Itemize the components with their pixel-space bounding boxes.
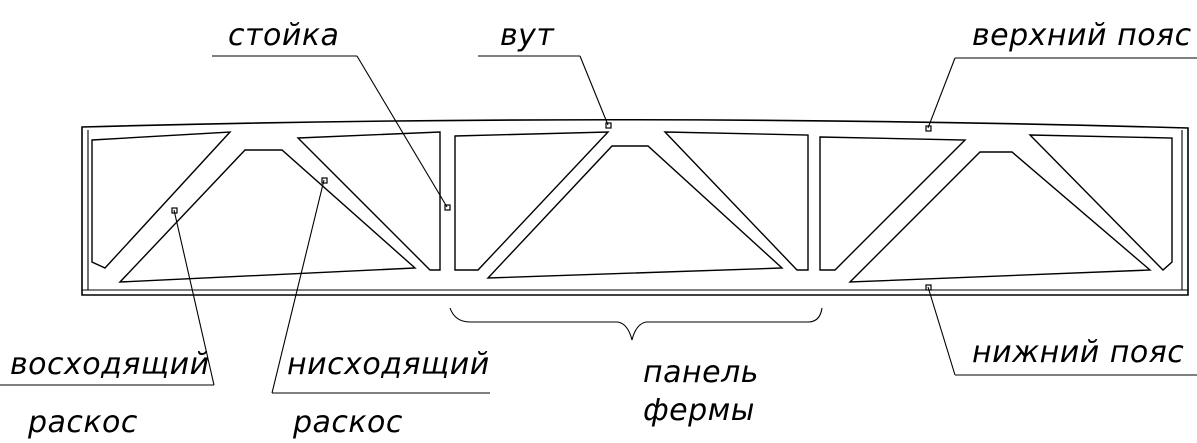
opening-1 [91, 131, 232, 269]
opening-8 [848, 151, 1152, 283]
opening-6 [663, 131, 809, 271]
opening-4 [454, 131, 610, 271]
leader-vut [579, 55, 609, 126]
leader-nizhniy [927, 286, 956, 376]
leader-niskhodyashchiy [271, 179, 325, 394]
label-verkhniy-poyas: верхний пояс [972, 18, 1192, 53]
opening-3 [296, 131, 441, 271]
label-nizhniy-poyas: нижний пояс [972, 335, 1184, 370]
panel-brace [449, 307, 823, 341]
marker-vut [605, 122, 612, 129]
label-panel: панель [643, 355, 759, 390]
label-raskos-2: раскос [292, 405, 403, 440]
opening-2 [118, 149, 417, 283]
leader-lines [0, 55, 1197, 394]
opening-7 [819, 136, 967, 271]
label-stoika: стойка [228, 18, 339, 53]
leader-verkhniy [927, 57, 956, 129]
label-fermy: фермы [643, 393, 755, 428]
leader-stoika [356, 55, 448, 208]
marker-niskhodyashchiy [321, 177, 328, 184]
label-niskhodyashchiy: нисходящий [287, 347, 490, 382]
label-voskhodyashchiy: восходящий [10, 347, 210, 382]
opening-5 [486, 145, 784, 279]
label-vut: вут [500, 18, 555, 53]
leader-voskhodyashchiy [173, 209, 215, 386]
label-raskos-1: раскос [27, 405, 138, 440]
labels: стойка вут верхний пояс восходящий раско… [10, 18, 1192, 440]
marker-stoika [444, 204, 451, 211]
opening-9 [1028, 134, 1173, 271]
truss-outline [81, 118, 1189, 296]
truss-openings [91, 131, 1173, 283]
